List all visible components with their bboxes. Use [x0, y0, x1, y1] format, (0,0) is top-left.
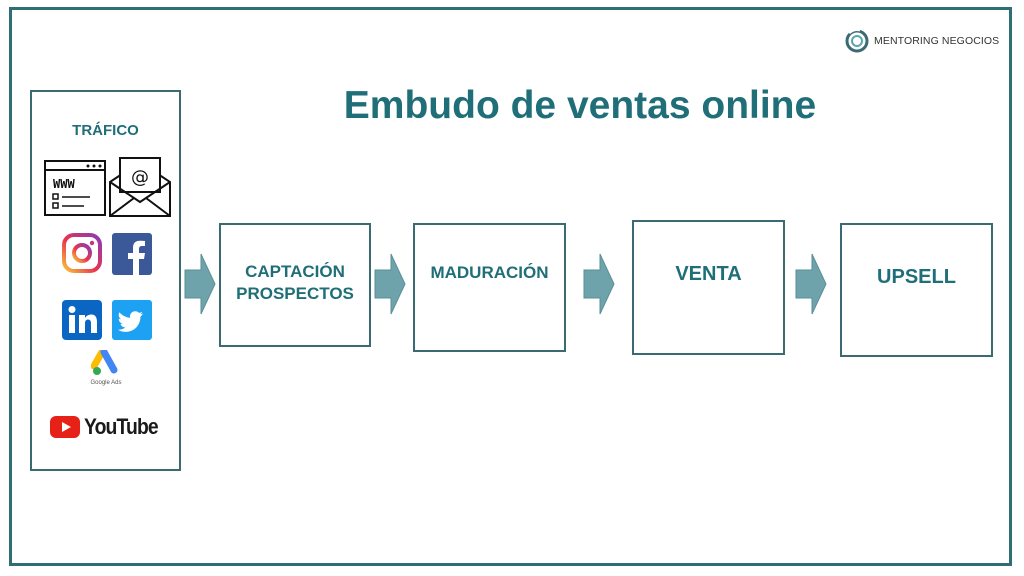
stage-label: CAPTACIÓN PROSPECTOS [236, 262, 354, 304]
traffic-title: TRÁFICO [72, 122, 139, 139]
brand-logo: MENTORING NEGOCIOS [844, 28, 999, 54]
svg-text:WWW: WWW [53, 177, 75, 191]
brand-name: MENTORING NEGOCIOS [874, 35, 1000, 47]
arrow-right-icon [184, 253, 216, 315]
google-ads-icon [91, 350, 118, 375]
youtube-icon [50, 416, 80, 438]
page-title: Embudo de ventas online [343, 84, 817, 127]
stage-maduracion: MADURACIÓN [413, 223, 566, 352]
instagram-icon [62, 233, 102, 273]
stage-captacion-prospectos: CAPTACIÓN PROSPECTOS [219, 223, 371, 347]
arrow-right-icon [795, 253, 827, 315]
stage-upsell: UPSELL [840, 223, 993, 357]
stage-label: VENTA [675, 263, 742, 285]
email-envelope-icon: @ [109, 157, 171, 217]
ring-logo-icon [845, 28, 869, 53]
stage-label: UPSELL [877, 266, 956, 288]
google-ads-label: Google Ads [90, 380, 122, 386]
twitter-icon [112, 300, 152, 340]
linkedin-icon [62, 300, 102, 340]
stage-label: MADURACIÓN [430, 263, 549, 282]
stage-venta: VENTA [632, 220, 785, 355]
youtube-wordmark: YouTube [84, 414, 159, 439]
svg-text:@: @ [131, 167, 149, 188]
arrow-right-icon [374, 253, 406, 315]
traffic-box: TRÁFICO [30, 90, 181, 471]
slide-frame [9, 7, 1012, 566]
arrow-right-icon [583, 253, 615, 315]
www-browser-icon: WWW [44, 160, 106, 216]
facebook-icon [112, 233, 152, 275]
